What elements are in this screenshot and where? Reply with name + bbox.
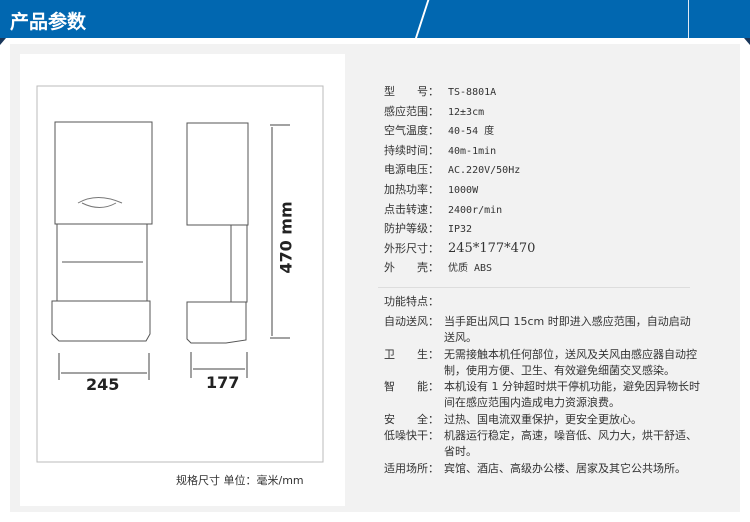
feature-item: 自动送风： 当手距出风口 15cm 时即进入感应范围，自动启动送风。	[384, 314, 704, 347]
feature-text: 当手距出风口 15cm 时即进入感应范围，自动启动送风。	[444, 315, 691, 345]
feature-label: 低噪快干：	[384, 429, 439, 443]
spec-value: 40m-1min	[448, 145, 497, 157]
spec-value: AC.220V/50Hz	[448, 165, 521, 177]
spec-label: 点击转速：	[384, 202, 439, 216]
feature-label: 安 全：	[384, 412, 439, 426]
spec-label: 型 号：	[384, 85, 439, 98]
spec-label: 电源电压：	[384, 163, 439, 177]
feature-text: 机器运行稳定，高速，噪音低、风力大，烘干舒适、省时。	[444, 429, 697, 459]
features-heading: 功能特点：	[384, 295, 439, 308]
drawing-border	[36, 85, 324, 463]
spec-label: 外 壳：	[384, 261, 439, 275]
spec-value: 优质 ABS	[448, 263, 493, 275]
feature-label: 适用场所：	[384, 461, 439, 475]
feature-list: 功能特点： 自动送风：当手距出风口 15cm 时即进入感应范围，自动启动送风。 …	[384, 292, 704, 477]
section-title: 产品参数	[10, 11, 87, 33]
decorative-divider	[688, 0, 689, 38]
drawing-caption: 规格尺寸 单位：毫米/mm	[176, 474, 304, 487]
feature-item: 安 全： 过热、国电流双重保护，更安全更放心。	[384, 412, 704, 428]
spec-row: 外形尺寸： 245*177*470	[384, 239, 535, 259]
spec-row: 型 号： TS-8801A	[384, 82, 535, 102]
height-dimension-label: 470 mm	[276, 201, 296, 274]
spec-row: 加热功率： 1000W	[384, 180, 535, 200]
side-view	[186, 122, 249, 344]
feature-label: 卫 生：	[384, 347, 439, 361]
spec-value: IP32	[448, 224, 473, 236]
spec-label: 持续时间：	[384, 143, 439, 157]
spec-value: 1000W	[448, 184, 479, 196]
spec-value: 12±3cm	[448, 106, 485, 118]
spec-list: 型 号： TS-8801A 感应范围： 12±3cm 空气温度： 40-54 度 持续…	[384, 82, 535, 278]
spec-label: 空气温度：	[384, 124, 439, 138]
spec-value: 40-54 度	[448, 126, 495, 138]
feature-item: 智 能： 本机设有 1 分钟超时烘干停机功能，避免因异物长时间在感应范围内造成电力…	[384, 379, 704, 412]
feature-text: 无需接触本机任何部位，送风及关风由感应器自动控制，使用方便、卫生、有效避免细菌交…	[444, 347, 697, 377]
width-dimension-label: 245	[86, 375, 120, 394]
ribbon-fold-right	[744, 38, 750, 45]
feature-label: 智 能：	[384, 380, 439, 394]
dimension-drawing-panel	[20, 54, 345, 506]
spec-value: 2400r/min	[448, 204, 503, 216]
section-header: 产品参数	[0, 0, 750, 40]
feature-text: 本机设有 1 分钟超时烘干停机功能，避免因异物长时间在感应范围内造成电力资源浪费…	[444, 380, 700, 410]
spec-value: TS-8801A	[448, 87, 497, 98]
feature-item: 低噪快干： 机器运行稳定，高速，噪音低、风力大，烘干舒适、省时。	[384, 428, 704, 461]
ribbon-fold-left	[0, 38, 6, 45]
spec-label: 外形尺寸：	[384, 241, 439, 255]
divider	[378, 287, 690, 288]
feature-item: 适用场所： 宾馆、酒店、高级办公楼、居家及其它公共场所。	[384, 461, 704, 477]
front-view	[51, 121, 153, 342]
feature-label: 自动送风：	[384, 315, 439, 328]
dimension-lines	[58, 124, 290, 380]
spec-row: 点击转速： 2400r/min	[384, 200, 535, 220]
depth-dimension-label: 177	[206, 373, 240, 392]
feature-text: 过热、国电流双重保护，更安全更放心。	[444, 412, 642, 426]
spec-label: 感应范围：	[384, 104, 439, 118]
spec-label: 防护等级：	[384, 222, 439, 236]
spec-value: 245*177*470	[448, 240, 536, 256]
spec-label: 加热功率：	[384, 182, 439, 196]
spec-row: 外 壳： 优质 ABS	[384, 258, 535, 278]
spec-row: 感应范围： 12±3cm	[384, 102, 535, 122]
feature-text: 宾馆、酒店、高级办公楼、居家及其它公共场所。	[444, 461, 686, 475]
spec-row: 防护等级： IP32	[384, 219, 535, 239]
spec-row: 电源电压： AC.220V/50Hz	[384, 160, 535, 180]
spec-row: 持续时间： 40m-1min	[384, 141, 535, 161]
feature-item: 卫 生： 无需接触本机任何部位，送风及关风由感应器自动控制，使用方便、卫生、有效避…	[384, 347, 704, 380]
spec-row: 空气温度： 40-54 度	[384, 121, 535, 141]
